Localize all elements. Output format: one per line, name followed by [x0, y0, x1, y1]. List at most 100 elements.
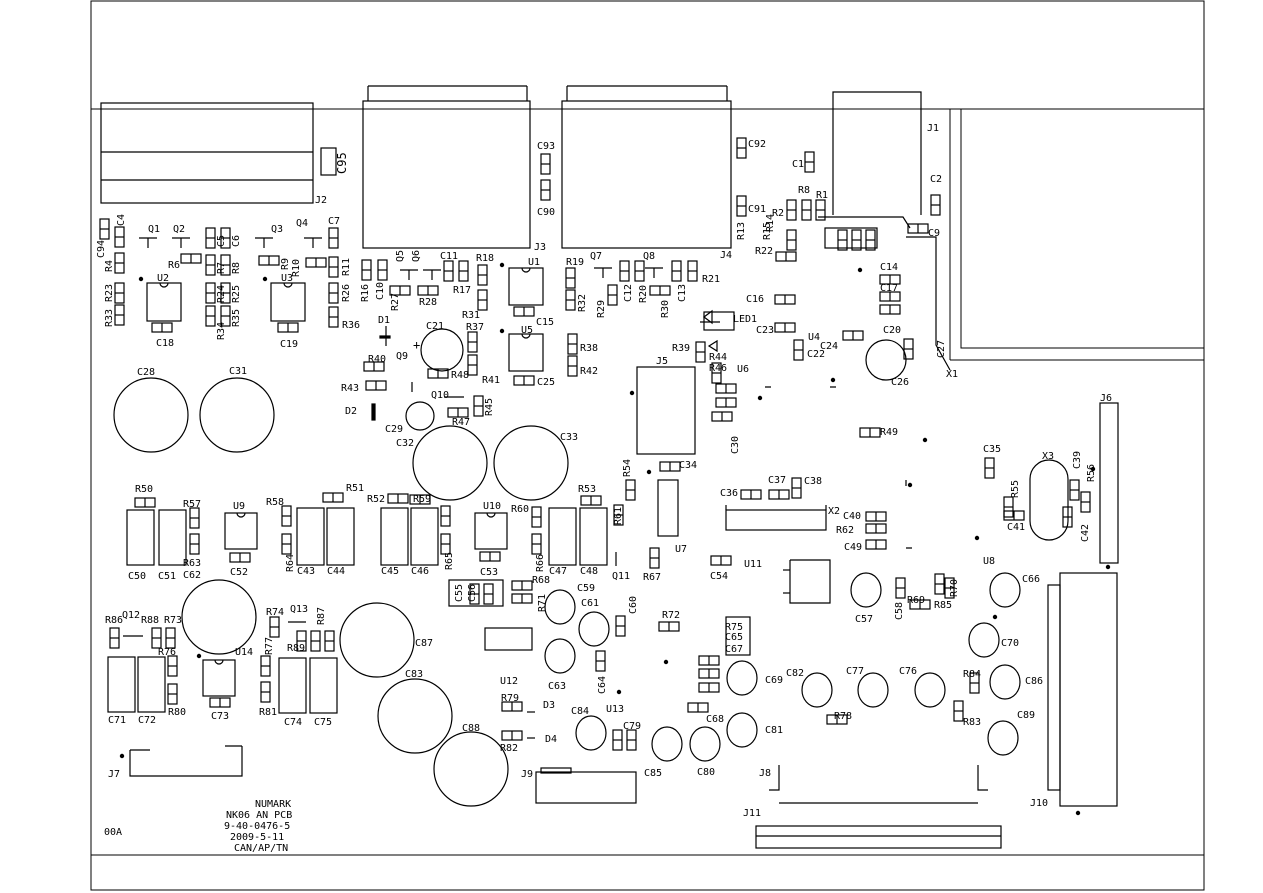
ref-c76: C76 [899, 666, 917, 677]
ref-r36: R36 [342, 320, 360, 331]
ref-c46: C46 [411, 566, 429, 577]
ref-d4: D4 [545, 734, 557, 745]
ref-r42: R42 [580, 366, 598, 377]
ref-c82: C82 [786, 668, 804, 679]
c32-outline [412, 425, 488, 501]
ref-j2: J2 [315, 195, 327, 206]
ref-q12: Q12 [122, 610, 140, 621]
ref-r13: R13 [736, 222, 747, 240]
ref-r81: R81 [259, 707, 277, 718]
ref-r57: R57 [183, 499, 201, 510]
ref-c41: C41 [1007, 522, 1025, 533]
ref-r80: R80 [168, 707, 186, 718]
ref-u14: U14 [235, 647, 253, 658]
ref-r64: R64 [285, 554, 296, 572]
ref-c77: C77 [846, 666, 864, 677]
ref-r59: R59 [413, 494, 431, 505]
ref-c27: C27 [936, 340, 947, 358]
ref-u3: U3 [281, 273, 293, 284]
c62-outline [181, 579, 257, 655]
electrolytic-outline [578, 611, 610, 647]
pin1-dot [663, 659, 669, 665]
ref-r45: R45 [484, 398, 495, 416]
j2-outline [100, 102, 314, 204]
ref-c35: C35 [983, 444, 1001, 455]
ref-u6: U6 [737, 364, 749, 375]
ref-c59: C59 [577, 583, 595, 594]
ref-c72: C72 [138, 715, 156, 726]
ref-r49: R49 [880, 427, 898, 438]
ref-r26: R26 [341, 284, 352, 302]
trace-outline [818, 216, 911, 229]
ref-r38: R38 [580, 343, 598, 354]
ref-c68: C68 [706, 714, 724, 725]
d2-bar [371, 403, 376, 421]
ref-c38: C38 [804, 476, 822, 487]
j1-chip-group [824, 227, 878, 249]
j11-bracket [977, 765, 988, 791]
ref-r22: R22 [755, 246, 773, 257]
ref-led1: LED1 [733, 314, 757, 325]
j6-outline [1099, 402, 1119, 564]
ref-r89: R89 [287, 643, 305, 654]
ref-c73: C73 [211, 711, 229, 722]
ref-r53: R53 [578, 484, 596, 495]
ref-c54: C54 [710, 571, 728, 582]
ref-c80: C80 [697, 767, 715, 778]
ref-r37: R37 [466, 322, 484, 333]
title-line-1: NUMARK [255, 799, 291, 810]
j1-outline [832, 91, 922, 215]
ref-r72: R72 [662, 610, 680, 621]
ref-c53: C53 [480, 567, 498, 578]
d1-bar [379, 335, 391, 339]
ref-c15: C15 [536, 317, 554, 328]
ref-r16: R16 [360, 284, 371, 302]
ref-r48: R48 [451, 370, 469, 381]
title-line-2: NK06 AN PCB [226, 810, 292, 821]
ref-c69: C69 [765, 675, 783, 686]
ref-r35: R35 [231, 309, 242, 327]
pin1-dot [922, 437, 928, 443]
ref-d1: D1 [378, 315, 390, 326]
ic-outline [146, 282, 182, 322]
ref-c65: C65 [725, 632, 743, 643]
ref-u2: U2 [157, 273, 169, 284]
ref-c56: C56 [467, 584, 478, 602]
ref-j11: J11 [743, 808, 761, 819]
c83-outline [377, 678, 453, 754]
pin1-dot [757, 395, 763, 401]
ic-notch [283, 282, 293, 288]
ref-r79: R79 [501, 693, 519, 704]
ref-r60: R60 [511, 504, 529, 515]
pin1-dot [907, 482, 913, 488]
ref-r15: R15 [762, 222, 773, 240]
ref-r73: R73 [164, 615, 182, 626]
drawing-frame [90, 0, 1205, 891]
ref-q3: Q3 [271, 224, 283, 235]
film-cap-outline [548, 507, 577, 566]
ic-outline [224, 512, 258, 550]
diode-symbol [707, 339, 718, 353]
ref-c24: C24 [820, 341, 838, 352]
ref-r47: R47 [452, 417, 470, 428]
ref-c93: C93 [537, 141, 555, 152]
ic-notch [521, 333, 531, 339]
ref-r20: R20 [638, 285, 649, 303]
ref-r29: R29 [596, 300, 607, 318]
ref-c40: C40 [843, 511, 861, 522]
j4-outline [561, 100, 732, 249]
ref-c2: C2 [930, 174, 942, 185]
j5-outline [636, 366, 696, 455]
film-cap-outline [296, 507, 325, 566]
ref-r58: R58 [266, 497, 284, 508]
ref-c12: C12 [623, 284, 634, 302]
ref-j3: J3 [534, 242, 546, 253]
pin1-dot [1075, 810, 1081, 816]
ref-c90: C90 [537, 207, 555, 218]
ref-q7: Q7 [590, 251, 602, 262]
ref-r33: R33 [104, 309, 115, 327]
ref-c67: C67 [725, 644, 743, 655]
ref-c21: C21 [426, 321, 444, 332]
ic-outline [508, 267, 544, 306]
pin1-dot [629, 390, 635, 396]
